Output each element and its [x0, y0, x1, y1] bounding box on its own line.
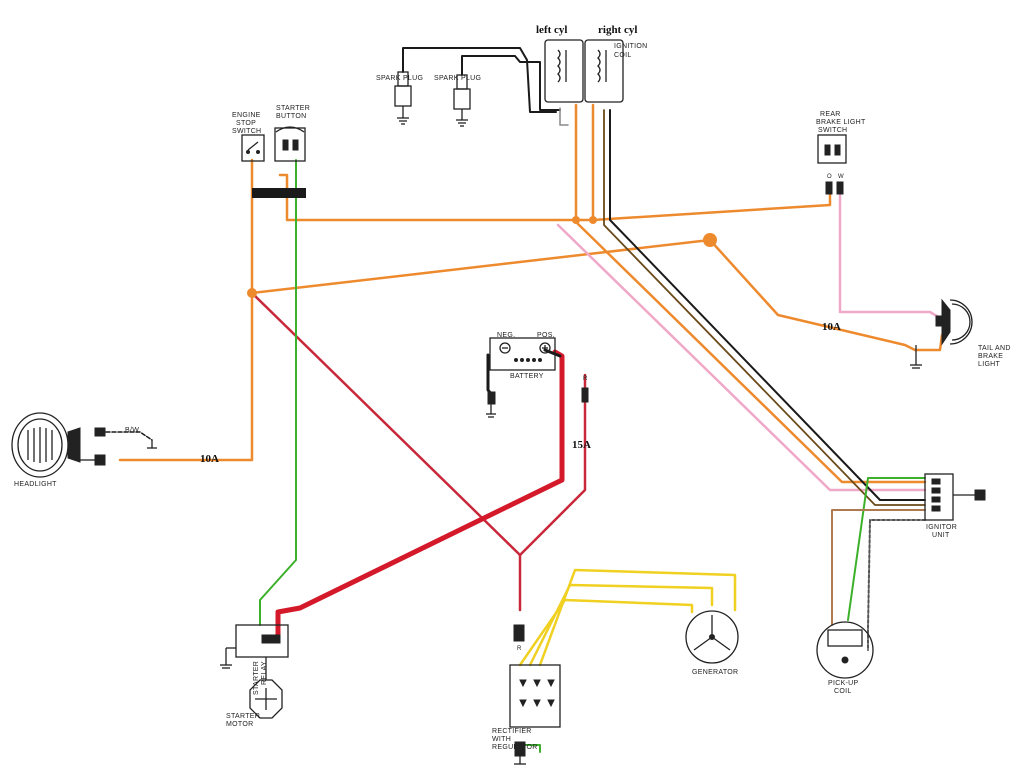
spark-plug-left	[394, 71, 412, 125]
wire-yellow-gen-3	[518, 598, 694, 667]
battery-label: BATTERY	[510, 373, 544, 380]
wire-o-label: O	[827, 174, 832, 180]
engine-stop-label-2: STOP	[236, 120, 256, 127]
wire-green-ignitor-pickup	[847, 477, 926, 621]
left-cyl-label: left cyl	[536, 24, 567, 36]
ignitor-label-1: IGNITOR	[926, 524, 957, 531]
wire-bw-headlight	[99, 431, 153, 441]
wires	[99, 47, 944, 753]
wire-black-coil-to-ignitor	[609, 109, 926, 501]
engine-stop-label-1: ENGINE	[232, 112, 261, 119]
wire-orange-coil-to-ignitor	[574, 220, 927, 484]
starter-motor-label-1: STARTER	[226, 713, 260, 720]
tail-brake-light	[910, 298, 973, 369]
fuse-main-label: 15A	[572, 439, 591, 451]
switch-harness-bar	[252, 188, 306, 198]
bw-label: B/W	[125, 427, 139, 434]
wire-w-label: W	[838, 174, 844, 180]
wire-r-label-2: R	[517, 646, 522, 652]
rear-brake-label-2: BRAKE LIGHT	[816, 119, 866, 126]
fuse-tail-label: 10A	[822, 321, 841, 333]
wire-pink-brake-to-tail	[838, 193, 942, 320]
wire-green-button-to-relay	[259, 159, 297, 626]
wire-pink-coil-to-ignitor	[556, 223, 927, 492]
fuse-main	[581, 387, 589, 403]
wire-yellow-gen-1	[538, 568, 737, 667]
ignitor-label-2: UNIT	[932, 532, 950, 539]
starter-motor-label-2: MOTOR	[226, 721, 253, 728]
ignition-coil	[544, 39, 624, 103]
wire-yellow-gen-2	[528, 583, 714, 667]
pickup-label-2: COIL	[834, 688, 852, 695]
rectifier-regulator	[509, 624, 561, 765]
wire-orange-stop-down	[118, 158, 254, 462]
spark-plug-label-2: SPARK PLUG	[434, 75, 481, 82]
junction-coil-1	[572, 216, 580, 224]
pickup-coil	[816, 621, 874, 679]
starter-relay-label-1: STARTER	[253, 661, 260, 695]
battery-neg-label: NEG.	[497, 332, 515, 339]
engine-stop-switch	[241, 134, 265, 162]
wire-brown-ignitor-pickup	[831, 509, 926, 626]
junction-headlight-feed	[247, 288, 257, 298]
spark-plug-right	[453, 74, 471, 127]
wire-brown-coil-to-ignitor	[603, 109, 926, 506]
battery	[486, 337, 556, 418]
rectifier-label-1: RECTIFIER	[492, 728, 532, 735]
tail-brake-label-3: LIGHT	[978, 361, 1001, 368]
wire-orange-stop-to-coils	[278, 173, 595, 222]
junction-tail-feed	[703, 233, 717, 247]
wire-orange-junction-to-tail	[250, 238, 944, 352]
spark-plug-label-1: SPARK PLUG	[376, 75, 423, 82]
wire-red-fuse-to-regulator	[518, 373, 587, 557]
wire-black-battery-pos	[543, 348, 562, 358]
wire-r-label-1: R	[583, 376, 588, 382]
wire-black-spark-left	[402, 47, 557, 113]
starter-relay-label-2: RELAY	[261, 661, 268, 685]
battery-pos-label: POS.	[537, 332, 555, 339]
wire-black-spark-right	[461, 55, 561, 111]
wire-orange-to-brake-switch	[591, 188, 832, 222]
ignitor-unit	[924, 473, 986, 521]
tail-brake-label-1: TAIL AND	[978, 345, 1011, 352]
starter-button-label-1: STARTER	[276, 105, 310, 112]
wire-gray-coil	[559, 107, 569, 126]
rectifier-label-2: WITH	[492, 736, 511, 743]
ignition-coil-label-2: COIL	[614, 52, 632, 59]
starter-button-label-2: BUTTON	[276, 113, 306, 120]
rear-brake-label-3: SWITCH	[818, 127, 847, 134]
headlight	[11, 412, 157, 478]
engine-stop-label-3: SWITCH	[232, 128, 261, 135]
wire-red-junction-to-regulator	[250, 291, 522, 612]
fuse-headlight-label: 10A	[200, 453, 219, 465]
rear-brake-label-1: REAR	[820, 111, 841, 118]
tail-brake-label-2: BRAKE	[978, 353, 1003, 360]
generator-label: GENERATOR	[692, 669, 738, 676]
generator	[685, 610, 739, 664]
starter-relay	[220, 624, 289, 669]
pickup-label-1: PICK-UP	[828, 680, 859, 687]
starter-button	[274, 126, 306, 162]
wire-gray-dashed-pickup	[867, 519, 926, 651]
rectifier-label-3: REGULATOR	[492, 744, 538, 751]
rear-brake-light-switch	[817, 134, 847, 195]
headlight-label: HEADLIGHT	[14, 481, 57, 488]
junction-coil-2	[589, 216, 597, 224]
junctions	[247, 216, 717, 298]
right-cyl-label: right cyl	[598, 24, 637, 36]
ignition-coil-label-1: IGNITION	[614, 43, 648, 50]
wire-green-regulator-ground	[524, 744, 541, 753]
starter-motor	[249, 657, 283, 719]
